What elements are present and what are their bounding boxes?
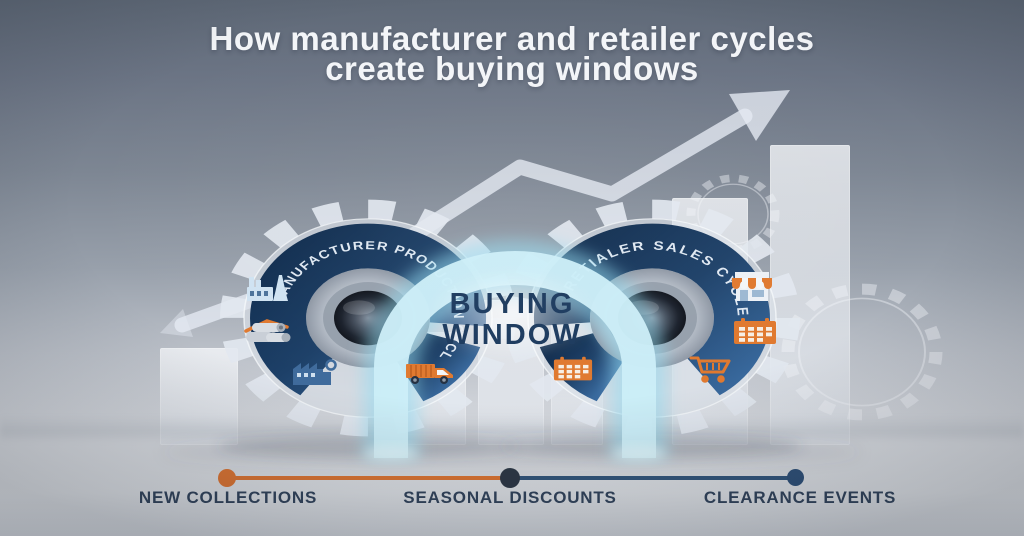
buying-window-line2: WINDOW <box>442 319 582 351</box>
material-rolls-icon <box>244 319 291 342</box>
decorative-gear-outline <box>686 174 943 421</box>
timeline-label-new-collections: NEW COLLECTIONS <box>138 488 318 507</box>
page-title: How manufacturer and retailer cycles cre… <box>0 20 1024 87</box>
scene-shadow <box>162 438 862 466</box>
timeline-label-seasonal-discounts: SEASONAL DISCOUNTS <box>403 488 617 507</box>
timeline-segment-orange <box>227 476 510 480</box>
title-line-2: create buying windows <box>325 50 699 87</box>
timeline-dot-seasonal-discounts <box>500 468 520 488</box>
timeline-dot-new-collections <box>218 469 236 487</box>
buying-window-haze <box>425 268 599 360</box>
buying-window-line1: BUYING <box>449 288 575 320</box>
shopping-cart-icon <box>689 356 731 383</box>
buying-window-label: BUYING WINDOW <box>442 289 581 351</box>
backdrop-bar <box>160 348 238 445</box>
calendar-icon <box>553 356 593 381</box>
delivery-truck-icon <box>406 364 453 384</box>
title-line-1: How manufacturer and retailer cycles <box>209 20 815 57</box>
factory-icon <box>247 275 288 301</box>
storefront-icon <box>732 272 772 301</box>
wall-floor-shadow <box>0 416 1024 442</box>
calendar-icon <box>734 318 776 344</box>
production-plant-icon <box>293 359 337 385</box>
timeline-segment-navy <box>510 476 795 480</box>
timeline-label-clearance-events: CLEARANCE EVENTS <box>703 488 897 507</box>
timeline-dot-clearance-events <box>787 469 804 486</box>
